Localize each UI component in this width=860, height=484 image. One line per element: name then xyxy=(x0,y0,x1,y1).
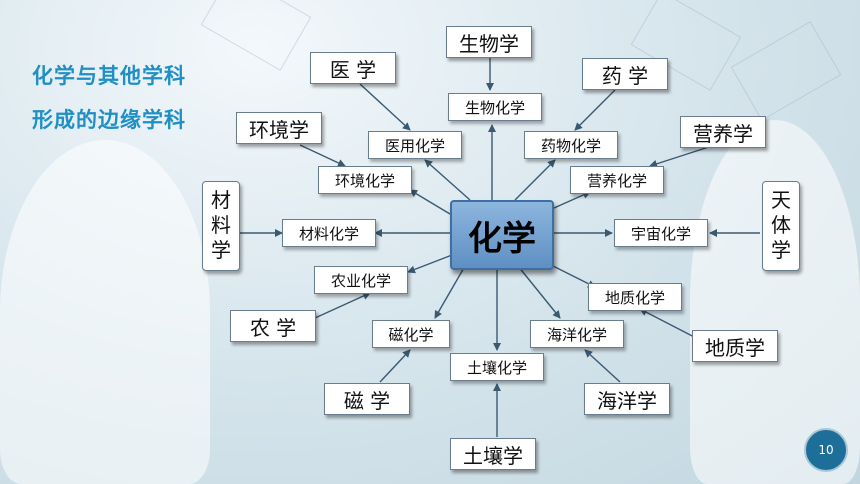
background-figure-left xyxy=(0,140,210,484)
arrow-center-marinechem xyxy=(517,265,561,319)
arrow-medicine xyxy=(359,83,411,131)
node-medicine: 医 学 xyxy=(310,52,396,84)
node-cosmochem: 宇宙化学 xyxy=(614,219,708,247)
node-biology: 生物学 xyxy=(446,26,532,58)
node-marinechem: 海洋化学 xyxy=(530,320,624,348)
node-pharmchem: 药物化学 xyxy=(524,131,618,159)
node-biochem: 生物化学 xyxy=(448,93,542,121)
node-matchem: 材料化学 xyxy=(282,219,376,247)
slide-title-line-1: 化学与其他学科 xyxy=(32,64,186,88)
arrow-oceanography xyxy=(584,349,621,383)
page-number-badge: 10 xyxy=(804,428,848,472)
node-chemistry-center: 化学 xyxy=(450,200,554,270)
arrow-magnetism xyxy=(379,349,411,383)
node-nutrichem: 营养化学 xyxy=(570,166,664,194)
node-agriculture: 农 学 xyxy=(230,310,316,342)
arrow-center-agrichem xyxy=(407,254,453,274)
node-magnetism: 磁 学 xyxy=(324,383,410,415)
arrow-center-envchem xyxy=(409,189,451,215)
node-oceanography: 海洋学 xyxy=(584,383,670,415)
node-envchem: 环境化学 xyxy=(318,166,412,194)
background-figure-right xyxy=(690,120,860,484)
node-pharmacy: 药 学 xyxy=(582,58,668,90)
arrow-agriculture xyxy=(314,292,371,319)
arrow-geology xyxy=(639,308,701,341)
node-soilchem: 土壤化学 xyxy=(450,353,544,381)
arrow-nutrition xyxy=(649,144,716,168)
node-astronomy: 天体学 xyxy=(762,181,800,271)
node-geochem: 地质化学 xyxy=(588,283,682,311)
node-nutrition: 营养学 xyxy=(680,116,766,148)
arrow-pharmacy xyxy=(574,89,616,131)
node-materials: 材料学 xyxy=(202,181,240,271)
arrow-center-medchem xyxy=(424,159,471,201)
node-agrichem: 农业化学 xyxy=(314,266,408,294)
node-geology: 地质学 xyxy=(692,330,778,362)
arrow-environment xyxy=(299,144,346,167)
slide-title-line-2: 形成的边缘学科 xyxy=(32,108,186,132)
node-soil: 土壤学 xyxy=(450,438,536,470)
node-magchem: 磁化学 xyxy=(372,320,450,348)
node-environment: 环境学 xyxy=(236,112,322,144)
arrow-center-magchem xyxy=(434,265,466,319)
arrow-center-pharmchem xyxy=(514,159,556,201)
node-medchem: 医用化学 xyxy=(368,131,462,159)
